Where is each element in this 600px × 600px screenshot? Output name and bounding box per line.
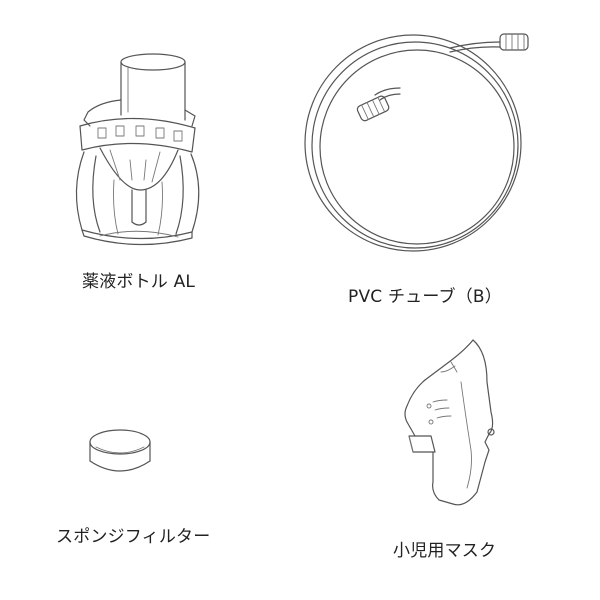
medicine-bottle-icon <box>60 40 210 250</box>
caption-medicine-bottle: 薬液ボトル AL <box>82 272 196 292</box>
sponge-filter-icon <box>80 425 160 485</box>
caption-tube: PVC チューブ（B） <box>348 287 502 307</box>
caption-child-mask: 小児用マスク <box>393 541 497 561</box>
caption-sponge-filter: スポンジフィルター <box>56 527 211 547</box>
tube-icon <box>300 20 540 255</box>
child-mask-icon <box>395 332 510 512</box>
